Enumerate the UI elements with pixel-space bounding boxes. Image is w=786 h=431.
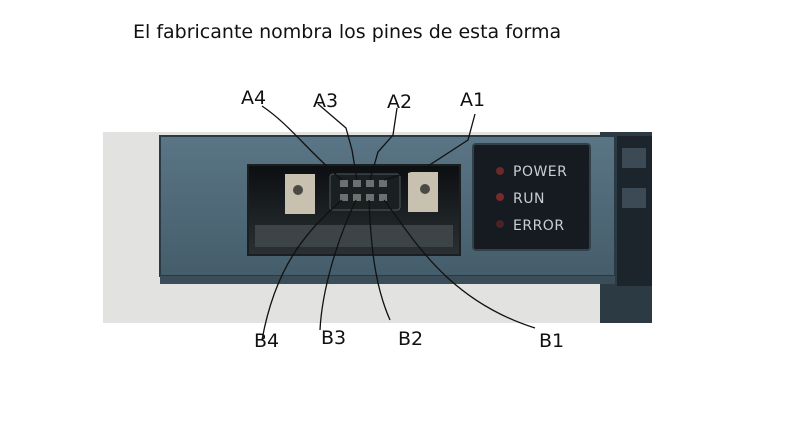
led-label-power: POWER [513, 164, 567, 180]
pin-b2 [366, 194, 374, 201]
leader-b1 [383, 199, 536, 329]
pin-a1 [379, 180, 387, 187]
pin-label-b4: B4 [254, 330, 279, 352]
screw-right [420, 184, 430, 194]
led-run [496, 193, 504, 201]
pin-a4 [340, 180, 348, 187]
pin-label-b2: B2 [398, 328, 423, 350]
housing-detail [622, 188, 646, 208]
pin-b3 [353, 194, 361, 201]
led-error [496, 220, 504, 228]
leader-b4 [261, 199, 343, 341]
leader-a3 [317, 103, 358, 181]
pin-a3 [353, 180, 361, 187]
leader-a4 [261, 105, 343, 181]
pin-label-b1: B1 [539, 330, 564, 352]
housing-detail [622, 148, 646, 168]
slot-inner-lip [255, 225, 453, 247]
pin-a2 [366, 180, 374, 187]
pin-label-a2: A2 [387, 91, 412, 113]
pin-b4 [340, 194, 348, 201]
pin-label-a3: A3 [313, 90, 338, 112]
pin-label-a1: A1 [460, 89, 485, 111]
pin-label-a4: A4 [241, 87, 266, 109]
led-power [496, 167, 504, 175]
led-label-run: RUN [513, 191, 545, 207]
leader-a2 [369, 107, 398, 181]
leader-b3 [319, 199, 357, 331]
pin-b1 [379, 194, 387, 201]
led-label-error: ERROR [513, 218, 565, 234]
device-lower-edge [160, 276, 615, 284]
caption: El fabricante nombra los pines de esta f… [133, 21, 561, 43]
leader-lines [261, 103, 536, 341]
pin-label-b3: B3 [321, 327, 346, 349]
leader-a1 [383, 113, 476, 181]
leader-b2 [368, 199, 391, 321]
device-photo: POWER RUN ERROR [103, 132, 652, 323]
screw-left [293, 185, 303, 195]
